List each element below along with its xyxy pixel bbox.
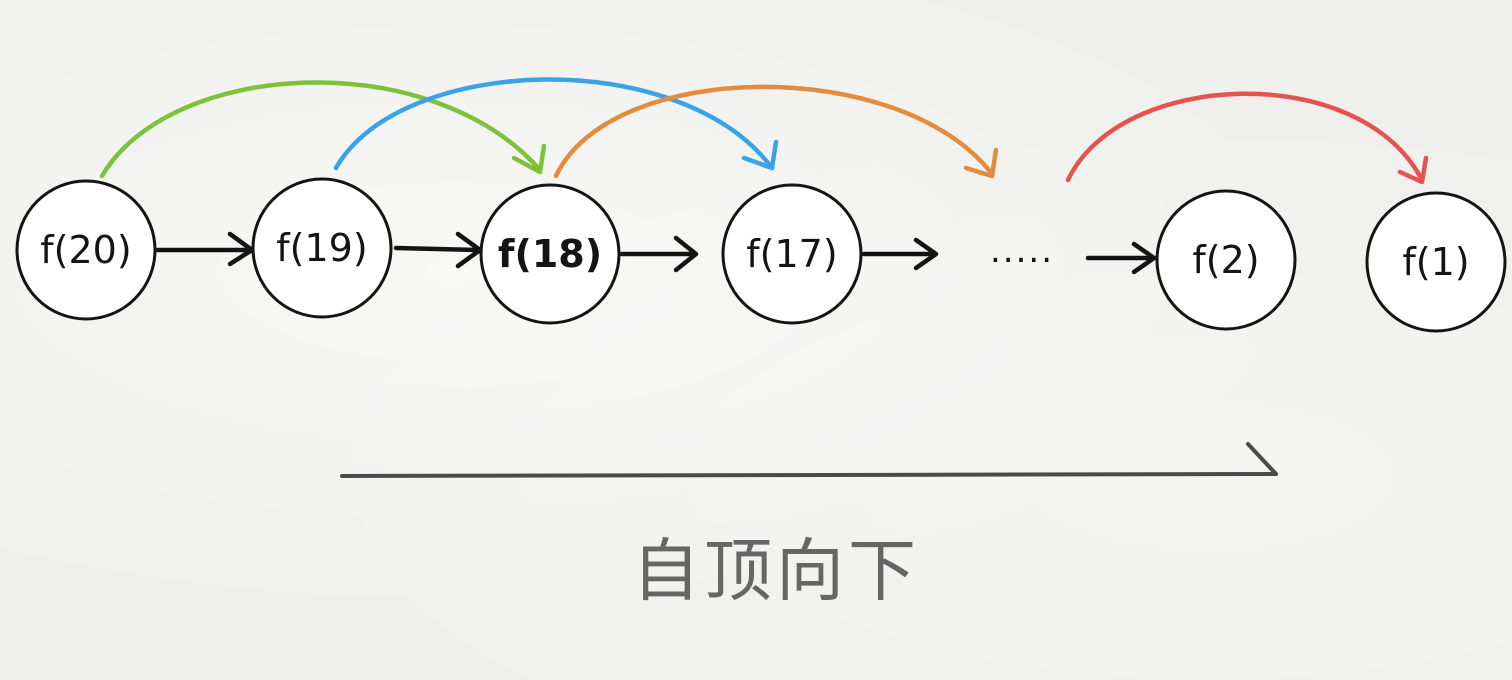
- arrow-dots-2-head: [1131, 241, 1157, 275]
- node-circle: [15, 179, 157, 321]
- overlap-arcs: [99, 77, 1429, 185]
- arc-red-head: [1397, 155, 1429, 185]
- node-circle: [1365, 191, 1507, 333]
- arrow-19-18: [393, 245, 481, 253]
- node-label: f(1): [1402, 240, 1469, 284]
- node-label: f(2): [1192, 238, 1259, 282]
- node-f17: f(17): [721, 183, 863, 325]
- node-circle: [721, 183, 863, 325]
- node-label: f(18): [498, 232, 602, 276]
- arc-orange-head: [963, 147, 999, 179]
- node-f2: f(2): [1155, 189, 1297, 331]
- arc-green: [99, 80, 543, 179]
- node-f18: f(18): [479, 183, 621, 325]
- arc-blue-head: [741, 139, 779, 171]
- direction-arrow-line: [340, 472, 1278, 478]
- arrow-18-17-head: [673, 235, 699, 273]
- node-circle: [479, 183, 621, 325]
- arc-blue: [333, 77, 775, 171]
- node-label: f(17): [746, 232, 837, 276]
- arc-orange: [553, 84, 995, 179]
- arc-green-head: [511, 143, 547, 175]
- arrow-17-dots-head: [913, 237, 939, 271]
- node-f19: f(19): [251, 177, 393, 319]
- node-label: f(19): [276, 226, 367, 270]
- connector-arrows: [155, 231, 1157, 275]
- direction-arrow-head: [1246, 442, 1278, 476]
- direction-arrow: [340, 442, 1278, 478]
- node-circle: [1155, 189, 1297, 331]
- node-f1: f(1): [1365, 191, 1507, 333]
- node-f20: f(20): [15, 179, 157, 321]
- ellipsis: .....: [990, 231, 1054, 271]
- node-label: f(20): [40, 228, 131, 272]
- node-circle: [251, 177, 393, 319]
- caption: 自顶向下: [632, 533, 920, 612]
- arc-red: [1065, 91, 1425, 183]
